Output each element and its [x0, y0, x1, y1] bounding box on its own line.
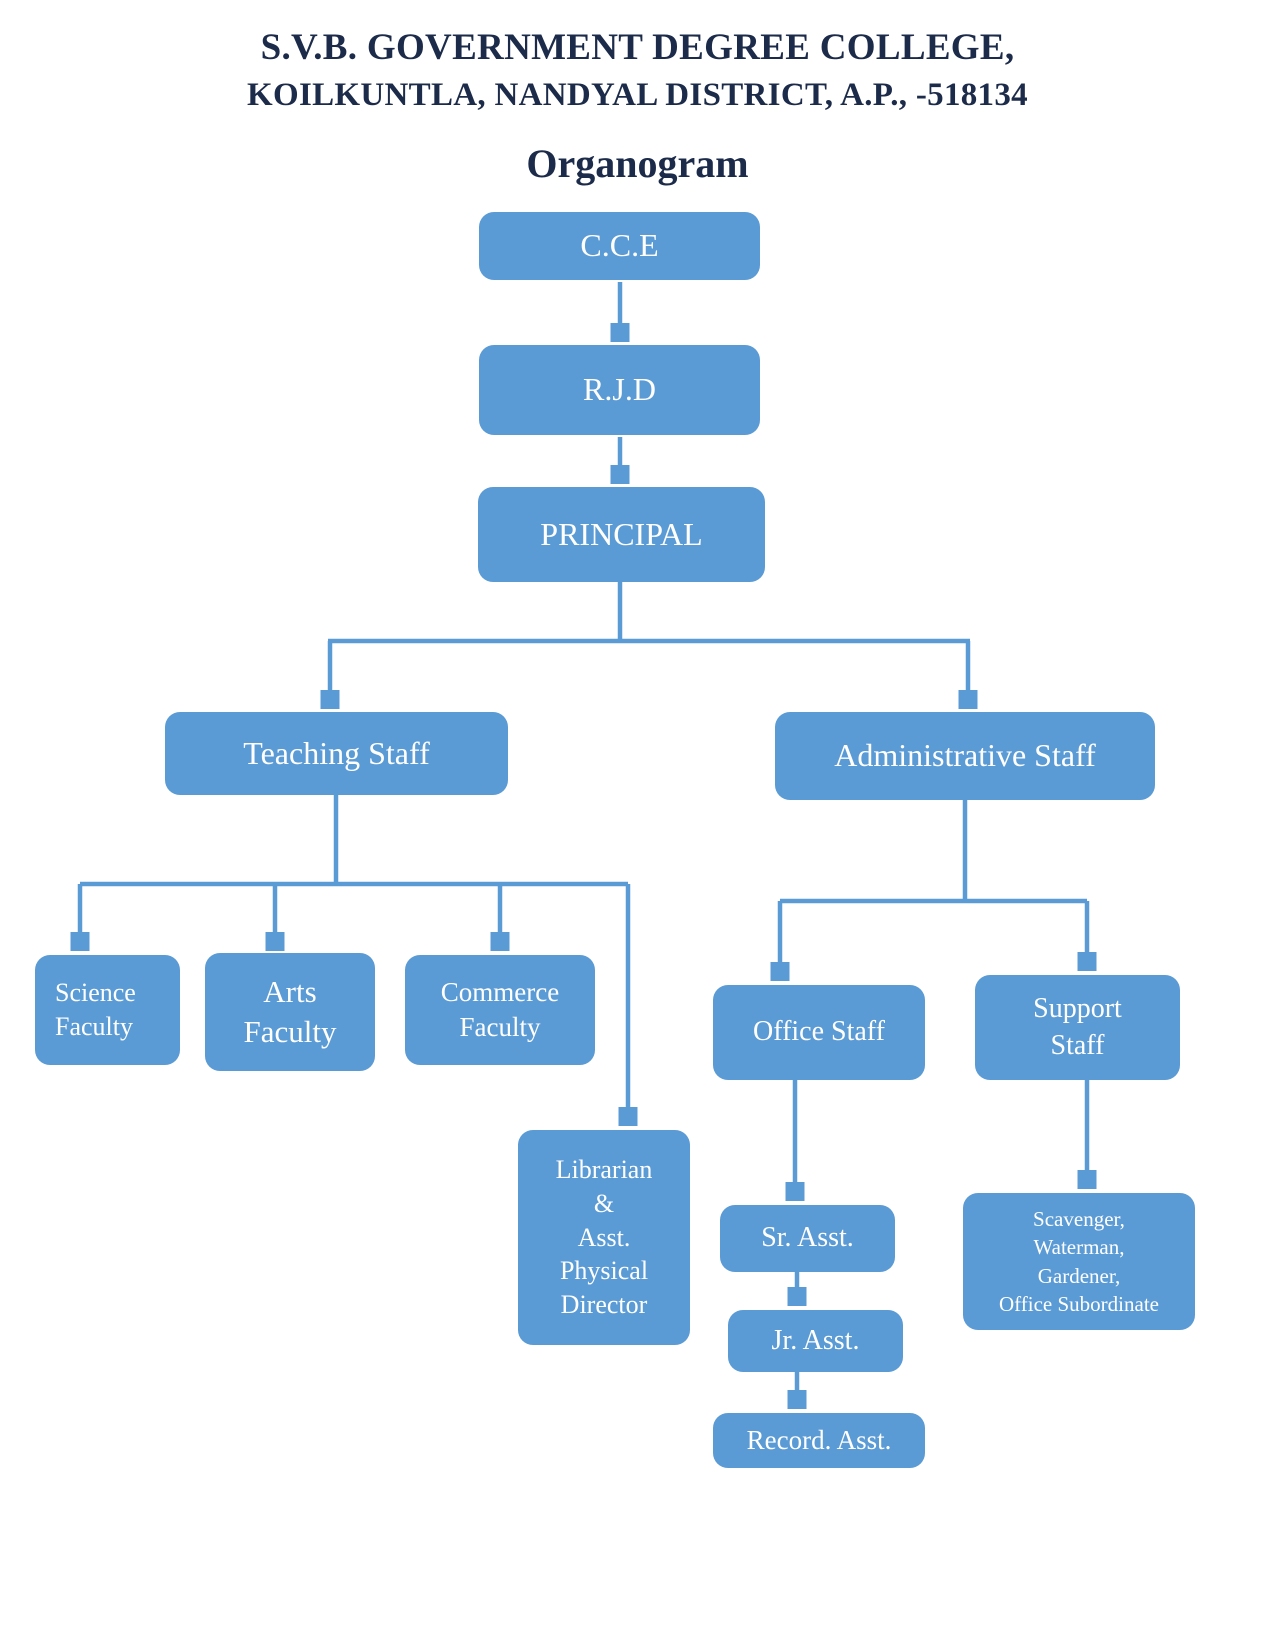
college-title-line2: KOILKUNTLA, NANDYAL DISTRICT, A.P., -518… [247, 77, 1028, 113]
node-commerce-faculty: Commerce Faculty [405, 955, 595, 1065]
node-rjd: R.J.D [479, 345, 760, 435]
node-cce: C.C.E [479, 212, 760, 280]
node-support-staff: Support Staff [975, 975, 1180, 1080]
node-librarian-asst-physical-director: Librarian & Asst. Physical Director [518, 1130, 690, 1345]
node-jr-asst: Jr. Asst. [728, 1310, 903, 1372]
node-sr-asst: Sr. Asst. [720, 1205, 895, 1272]
node-administrative-staff: Administrative Staff [775, 712, 1155, 800]
node-science-faculty: Science Faculty [35, 955, 180, 1065]
document-header: S.V.B. GOVERNMENT DEGREE COLLEGE, KOILKU… [0, 26, 1275, 187]
node-arts-faculty: Arts Faculty [205, 953, 375, 1071]
node-support-staff-roles: Scavenger, Waterman, Gardener, Office Su… [963, 1193, 1195, 1330]
node-teaching-staff: Teaching Staff [165, 712, 508, 795]
page-title: Organogram [526, 141, 749, 186]
node-principal: PRINCIPAL [478, 487, 765, 582]
college-title-line1: S.V.B. GOVERNMENT DEGREE COLLEGE, [260, 27, 1015, 68]
node-record-asst: Record. Asst. [713, 1413, 925, 1468]
node-office-staff: Office Staff [713, 985, 925, 1080]
